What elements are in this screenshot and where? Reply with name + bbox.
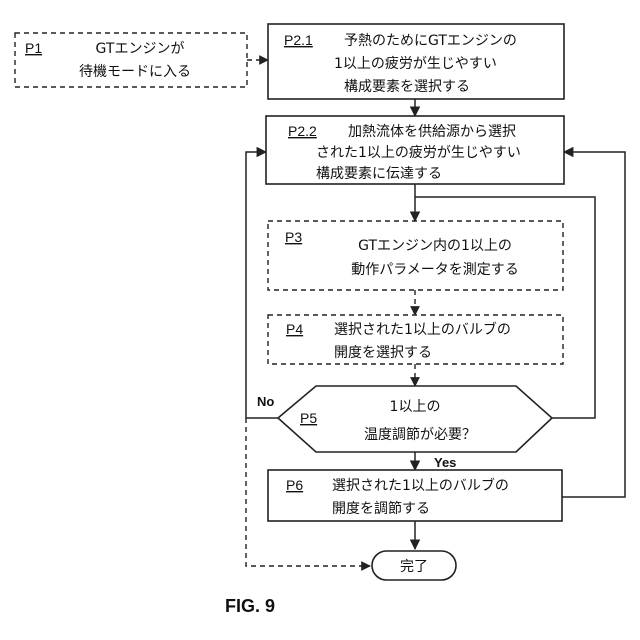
node-p5-decision: P5 1以上の 温度調節が必要？ [278,386,552,452]
step-text: 待機モードに入る [79,64,191,80]
end-label: 完了 [400,559,428,575]
node-end: 完了 [372,551,456,580]
step-id: P6 [286,477,303,493]
edge-loop-p6-p2-2 [562,152,625,497]
no-label: No [257,394,274,409]
step-text: 構成要素に伝達する [316,166,442,182]
node-p1: P1 GTエンジンが 待機モードに入る [15,33,247,87]
step-text: 動作パラメータを測定する [351,262,519,278]
step-id: P3 [285,229,302,245]
node-p3: P3 GTエンジン内の1以上の 動作パラメータを測定する [268,221,563,290]
step-text: 1以上の [390,399,441,415]
node-p2-1: P2.1 予熱のためにGTエンジンの 1以上の疲労が生じやすい 構成要素を選択す… [268,24,564,99]
step-text: 選択された1以上のバルブの [332,477,509,494]
step-text: GTエンジンが [96,41,185,57]
step-id: P2.1 [284,32,313,48]
step-id: P2.2 [288,123,317,139]
step-text: 選択された1以上のバルブの [334,321,511,338]
step-text: 1以上の疲労が生じやすい [334,55,497,72]
node-p4: P4 選択された1以上のバルブの 開度を選択する [268,315,563,364]
node-p2-2: P2.2 加熱流体を供給源から選択 された1以上の疲労が生じやすい 構成要素に伝… [266,116,564,184]
step-text: 開度を選択する [334,345,432,361]
step-text: 開度を調節する [332,500,430,517]
step-id: P1 [25,40,42,56]
step-id: P4 [286,321,303,337]
step-text: GTエンジン内の1以上の [358,238,512,254]
step-text: 予熱のためにGTエンジンの [344,33,517,49]
step-text: された1以上の疲労が生じやすい [316,144,521,161]
figure-label: FIG. 9 [225,596,275,616]
step-id: P5 [300,410,317,426]
step-text: 加熱流体を供給源から選択 [348,124,516,140]
yes-label: Yes [434,455,456,470]
node-p6: P6 選択された1以上のバルブの 開度を調節する [268,470,562,521]
step-text: 構成要素を選択する [344,79,470,95]
step-text: 温度調節が必要？ [364,426,476,443]
